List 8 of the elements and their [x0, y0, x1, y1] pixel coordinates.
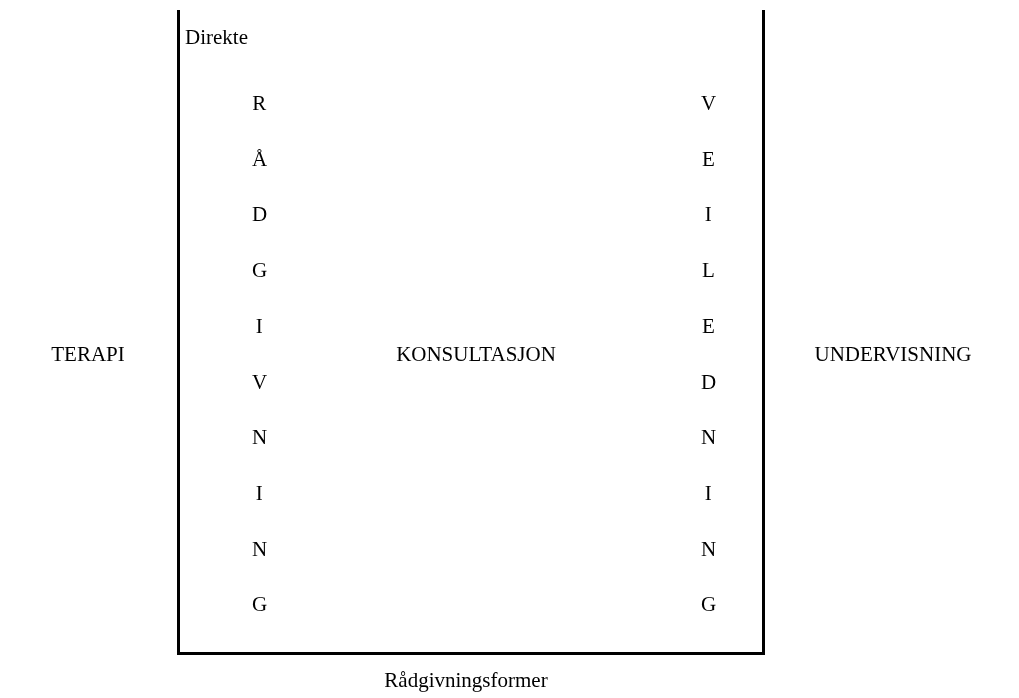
center-text: KONSULTASJON [396, 342, 556, 368]
vertical-text: RÅDGIVNING [252, 90, 267, 619]
open-frame [177, 10, 765, 655]
side-label: UNDERVISNING [814, 342, 972, 368]
caption-text: Rådgivningsformer [384, 668, 548, 694]
side-label: TERAPI [51, 342, 125, 368]
vertical-text: VEILEDNING [701, 90, 716, 619]
heading-text: Direkte [185, 25, 248, 51]
